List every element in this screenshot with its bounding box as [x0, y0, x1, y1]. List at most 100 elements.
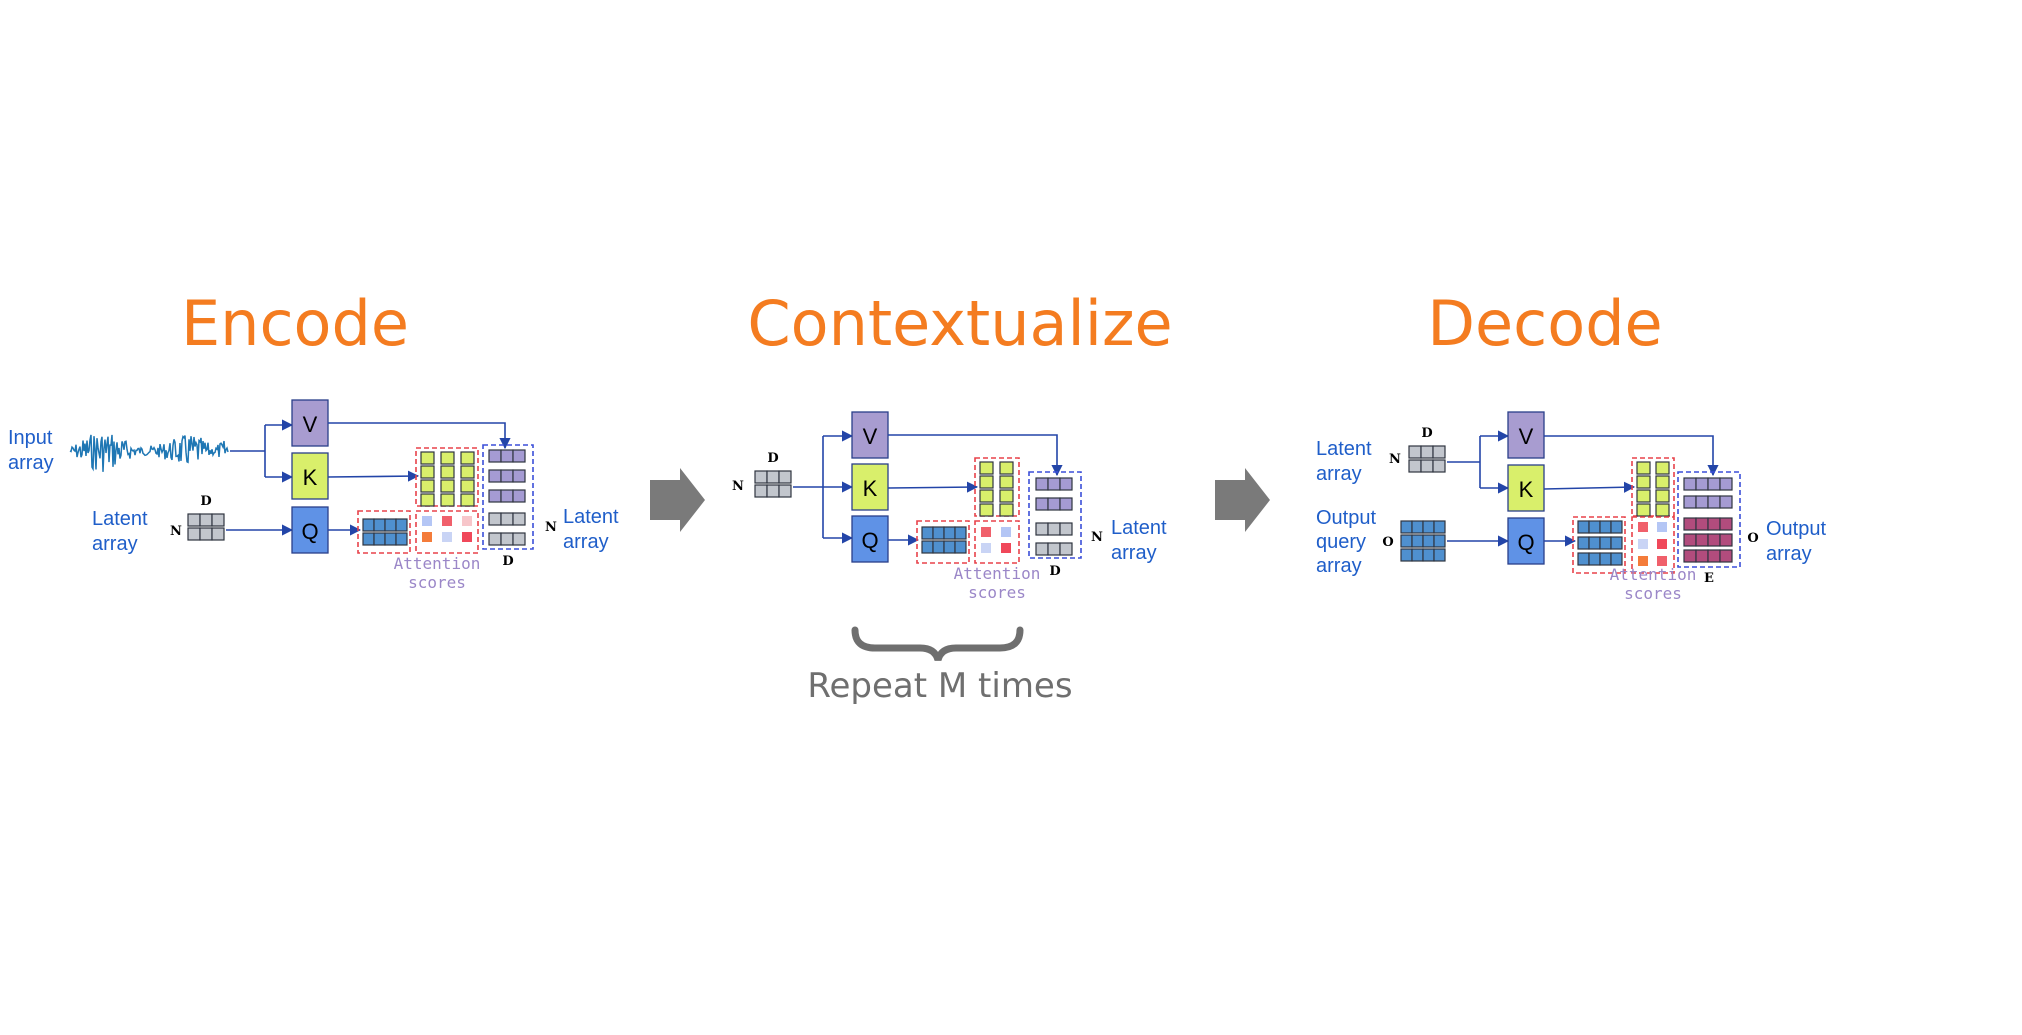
ctx-q-box: [851, 515, 889, 563]
score-cell: [422, 532, 432, 542]
dec-latent-dim-n: N: [1389, 452, 1401, 467]
array-cell: [1707, 477, 1721, 491]
latent-array-label-1: Latent: [92, 508, 148, 530]
array-cell: [488, 449, 502, 463]
ctx-attention-label-2: scores: [968, 583, 1026, 602]
array-cell: [1588, 552, 1601, 566]
ctx-dim-n: N: [732, 479, 744, 494]
array-cell: [1599, 552, 1612, 566]
dec-output-label-1: Output: [1766, 518, 1826, 540]
array-cell: [932, 540, 945, 554]
array-cell: [979, 461, 994, 475]
array-cell: [500, 469, 514, 483]
dec-keys-dashed-box: [1631, 457, 1675, 517]
dec-values-grid: [1683, 477, 1733, 509]
array-cell: [440, 479, 455, 493]
array-cell: [1411, 548, 1424, 562]
k-box: [291, 452, 329, 500]
array-cell: [1035, 497, 1049, 511]
array-cell: [384, 532, 397, 546]
array-cell: [1707, 517, 1721, 531]
array-cell: [999, 489, 1014, 503]
array-cell: [460, 451, 475, 465]
values-grid: [488, 449, 526, 503]
score-cell: [1638, 522, 1648, 532]
ctx-output-label-1: Latent: [1111, 517, 1167, 539]
dec-v-label: V: [1519, 424, 1534, 449]
ctx-queries-grid: [921, 526, 967, 554]
ctx-latent-grid: [754, 470, 792, 498]
array-cell: [1655, 461, 1670, 475]
ctx-attention-dashed-box: [974, 520, 1020, 564]
encode-panel: Input array Latent array D N V K Q: [8, 399, 619, 592]
array-cell: [512, 512, 526, 526]
input-array-label-2: array: [8, 452, 54, 474]
repeat-label: Repeat M times: [807, 666, 1072, 706]
output-dim-d: D: [502, 554, 513, 569]
v-label: V: [303, 412, 318, 437]
array-cell: [754, 470, 768, 484]
array-cell: [1683, 533, 1697, 547]
dec-output-label-2: array: [1766, 543, 1812, 565]
dec-output-dim-o: O: [1747, 531, 1758, 546]
contextualize-title: Contextualize: [747, 287, 1172, 360]
dec-query-dim-o: O: [1382, 535, 1393, 550]
array-cell: [420, 465, 435, 479]
ctx-attention-label-1: Attention: [954, 564, 1041, 583]
array-cell: [488, 469, 502, 483]
array-cell: [1059, 497, 1073, 511]
array-cell: [1707, 549, 1721, 563]
array-cell: [199, 527, 213, 541]
latent-dim-n: N: [170, 524, 182, 539]
dec-attention-dashed-box: [1631, 516, 1675, 574]
queries-grid: [362, 518, 408, 546]
array-cell: [1422, 520, 1435, 534]
array-cell: [778, 484, 792, 498]
q-box: [291, 506, 329, 554]
ctx-output-dim-d: D: [1049, 564, 1060, 579]
ctx-output-label-2: array: [1111, 542, 1157, 564]
dec-k-box: [1507, 464, 1545, 512]
array-cell: [754, 484, 768, 498]
latent-array-label-2: array: [92, 533, 138, 555]
array-cell: [979, 503, 994, 517]
dec-query-grid: [1400, 520, 1446, 562]
array-cell: [211, 513, 225, 527]
array-cell: [1047, 542, 1061, 556]
array-cell: [395, 518, 408, 532]
array-cell: [979, 489, 994, 503]
latent-array-grid: [187, 513, 225, 541]
dec-q-label: Q: [1517, 530, 1534, 555]
array-cell: [1683, 517, 1697, 531]
array-cell: [1719, 477, 1733, 491]
attention-dashed-box: [415, 510, 479, 554]
score-cell: [442, 532, 452, 542]
ctx-k-box: [851, 463, 889, 511]
ctx-v-label: V: [863, 424, 878, 449]
array-cell: [954, 540, 967, 554]
array-cell: [999, 503, 1014, 517]
dec-query-label-3: array: [1316, 555, 1362, 577]
dec-values-output-dashed-box: [1677, 471, 1741, 568]
array-cell: [373, 532, 386, 546]
array-cell: [1400, 520, 1413, 534]
dec-k-label: K: [1519, 477, 1534, 502]
array-cell: [1683, 549, 1697, 563]
ctx-queries-dashed-box: [916, 520, 970, 564]
array-cell: [1411, 520, 1424, 534]
array-cell: [395, 532, 408, 546]
array-cell: [1433, 534, 1446, 548]
dec-latent-dim-d: D: [1421, 426, 1432, 441]
latent-output-label-1: Latent: [563, 506, 619, 528]
score-cell: [1638, 556, 1648, 566]
array-cell: [1577, 520, 1590, 534]
attention-label-1: Attention: [394, 554, 481, 573]
array-cell: [999, 461, 1014, 475]
array-cell: [488, 512, 502, 526]
array-cell: [512, 532, 526, 546]
array-cell: [362, 518, 375, 532]
array-cell: [999, 475, 1014, 489]
latent-output-label-2: array: [563, 531, 609, 553]
array-cell: [979, 475, 994, 489]
stage-arrow-1: [650, 468, 705, 532]
